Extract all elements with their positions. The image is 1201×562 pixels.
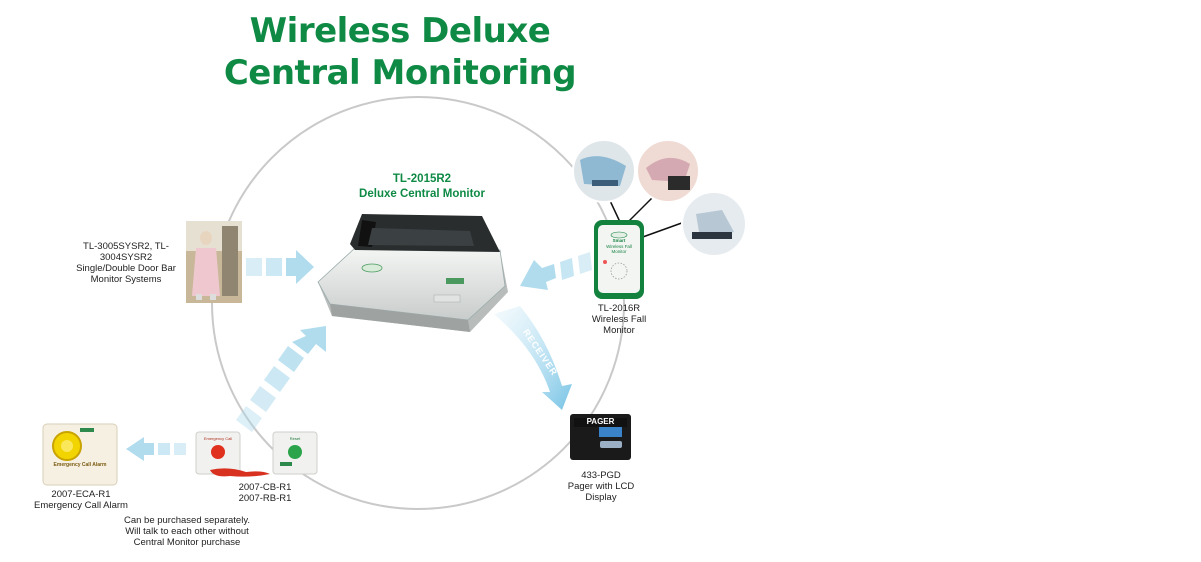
alarm-device-text: Emergency Call Alarm xyxy=(53,462,107,468)
fall-sensor-photos xyxy=(572,139,747,257)
pager-label-3: Display xyxy=(585,492,617,503)
fall-monitor-label-3: Monitor xyxy=(603,325,635,336)
fall-monitor-label-1: TL-2016R xyxy=(597,303,641,314)
central-monitor-model: TL-2015R2 xyxy=(392,173,452,185)
fall-device-brand: Smart xyxy=(612,238,626,243)
alarm-label-2: Emergency Call Alarm xyxy=(34,500,128,511)
central-monitor-name: Deluxe Central Monitor xyxy=(359,188,485,200)
call-button-images xyxy=(195,431,318,477)
title-line-2: Central Monitoring xyxy=(223,53,577,93)
arrow-buttons-to-monitor xyxy=(236,326,326,432)
alarm-label-1: 2007-ECA-R1 xyxy=(51,489,111,500)
pager-screen-label: PAGER xyxy=(586,417,615,426)
fall-monitor-device xyxy=(594,220,644,299)
door-bar-label-3: Single/Double Door Bar xyxy=(76,263,176,274)
door-bar-photo xyxy=(186,221,242,303)
central-monitor-image xyxy=(317,214,508,332)
fall-monitor-label-2: Wireless Fall xyxy=(591,314,647,325)
pager-label-2: Pager with LCD xyxy=(567,481,635,492)
call-buttons-label-1: 2007-CB-R1 xyxy=(238,482,292,493)
pager-image xyxy=(570,414,631,460)
arrow-monitor-to-pager xyxy=(494,306,572,410)
door-bar-label-4: Monitor Systems xyxy=(90,274,162,285)
fall-device-label: Wireless Fall Monitor xyxy=(606,244,632,254)
pager-label-1: 433-PGD xyxy=(581,470,621,481)
call-buttons-label-2: 2007-RB-R1 xyxy=(238,493,292,504)
arrow-door-to-monitor xyxy=(246,250,314,284)
green-button-text: Reset xyxy=(289,436,301,441)
door-bar-label-1: TL-3005SYSR2, TL- xyxy=(83,241,169,252)
arrow-buttons-to-alarm xyxy=(126,437,186,461)
arrow-fall-to-monitor xyxy=(520,252,592,290)
note-line-3: Central Monitor purchase xyxy=(133,537,241,548)
note-line-1: Can be purchased separately. xyxy=(123,515,251,526)
door-bar-label-2: 3004SYSR2 xyxy=(99,252,153,263)
note-line-2: Will talk to each other without xyxy=(125,526,249,537)
title-line-1: Wireless Deluxe xyxy=(249,11,551,51)
emergency-alarm-image xyxy=(42,423,118,486)
red-button-text: Emergency Call xyxy=(203,436,233,441)
